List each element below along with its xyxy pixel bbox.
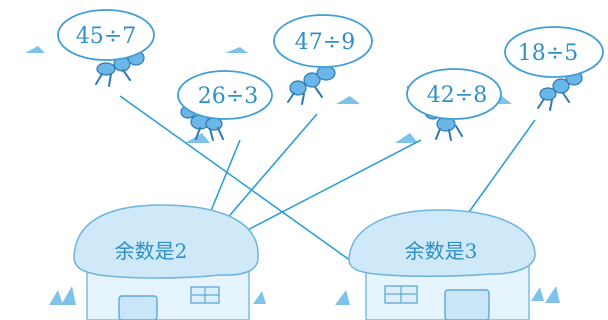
line-45-7-to-remainder-3 (119, 95, 359, 267)
grass-decoration (25, 46, 512, 143)
connection-lines (119, 95, 536, 267)
expression-text-26-3: 26÷3 (198, 84, 258, 109)
expression-bubble-26-3: 26÷3 (177, 70, 273, 120)
line-18-5-to-remainder-3 (468, 119, 536, 213)
expression-text-47-9: 47÷9 (295, 30, 355, 55)
house-remainder-2: 余数是2 (73, 204, 259, 320)
expression-bubble-45-7: 45÷7 (57, 9, 155, 61)
expression-text-45-7: 45÷7 (76, 24, 136, 49)
house-remainder-3: 余数是3 (348, 209, 536, 320)
house-label-remainder-3: 余数是3 (405, 239, 478, 263)
expression-bubble-42-8: 42÷8 (406, 68, 502, 120)
ant-47-9 (287, 55, 337, 105)
line-42-8-to-remainder-2 (235, 139, 422, 237)
expression-text-18-5: 18÷5 (518, 41, 578, 66)
expression-bubble-47-9: 47÷9 (273, 14, 373, 68)
foreground-grass (49, 286, 560, 305)
expression-text-42-8: 42÷8 (427, 83, 487, 108)
line-47-9-to-remainder-2 (223, 113, 318, 223)
expression-bubble-18-5: 18÷5 (504, 26, 604, 78)
line-26-3-to-remainder-2 (205, 139, 241, 224)
house-label-remainder-2: 余数是2 (115, 239, 188, 263)
